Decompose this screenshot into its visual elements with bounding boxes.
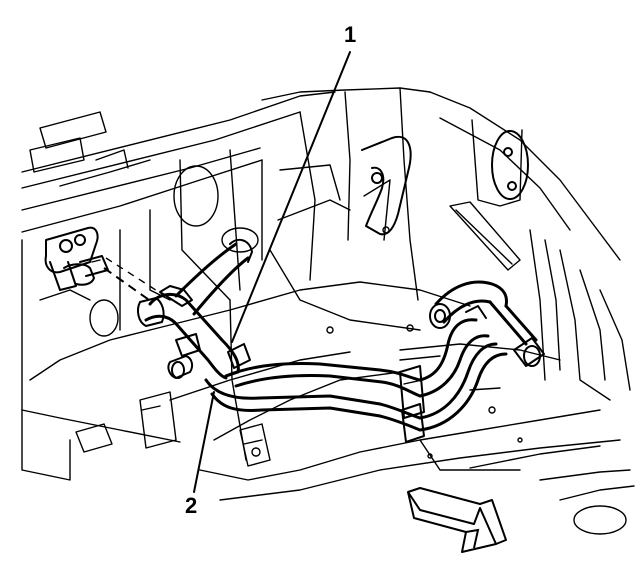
callout-leaders [193, 51, 351, 493]
front-direction-arrow-icon [407, 487, 507, 553]
heater-core-fittings [44, 226, 163, 303]
callout-1-leader [231, 51, 351, 343]
body-structure [21, 87, 635, 535]
callout-label-2: 2 [185, 493, 198, 518]
heater-hose-assembly [137, 238, 545, 443]
callout-2-leader [193, 391, 215, 493]
callout-label-1: 1 [344, 22, 357, 47]
